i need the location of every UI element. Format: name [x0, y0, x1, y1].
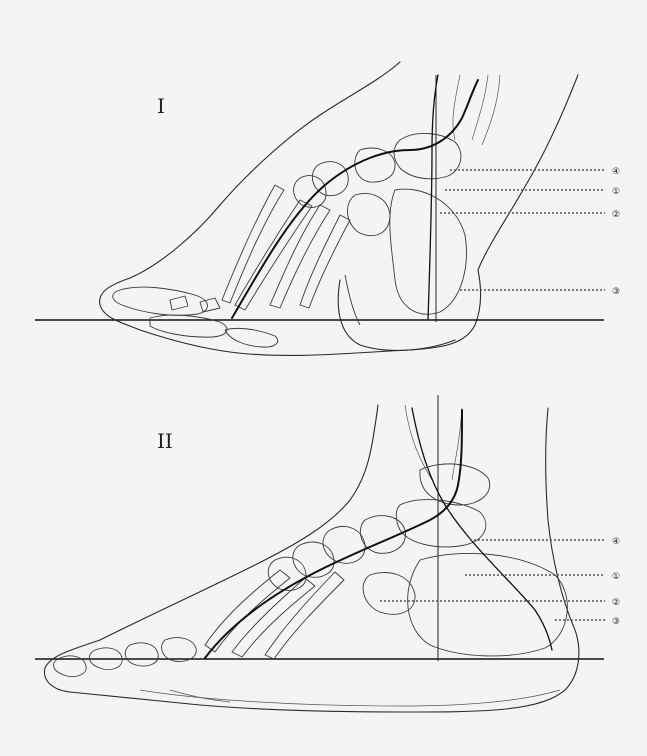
panel-i-phalanges-4 — [170, 296, 188, 310]
panel-i-phalanges-2 — [150, 315, 227, 337]
panel-ii-callouts: ④ ① ② ③ — [380, 537, 620, 627]
panel-ii-callout-4: ④ — [612, 537, 620, 547]
panel-ii-callout-1: ① — [612, 572, 620, 582]
panel-i-phalanges-3 — [225, 328, 278, 347]
panel-ii: II — [35, 395, 620, 712]
panel-ii-phalanx-2 — [125, 643, 158, 666]
panel-ii-cuneiform-3 — [268, 557, 306, 590]
panel-i-metatarsal-2 — [270, 205, 330, 308]
panel-i-leg-line-2 — [472, 75, 488, 140]
panel-i-title: I — [157, 94, 165, 118]
panel-i-leg-line-3 — [482, 75, 500, 145]
panel-ii-tendon-line — [412, 408, 552, 650]
panel-ii-metatarsal-1 — [205, 570, 290, 652]
panel-ii-sole-crease — [170, 690, 230, 702]
panel-i-arch-curve — [232, 80, 478, 318]
panel-ii-calcaneus — [408, 553, 568, 656]
panel-i-callout-1: ① — [612, 187, 620, 197]
panel-i-phalanges-1 — [113, 287, 208, 315]
panel-ii-cuboid — [363, 572, 415, 614]
panel-i-callouts: ④ ① ② ③ — [440, 167, 620, 297]
panel-ii-callout-3: ③ — [612, 617, 620, 627]
panel-ii-callout-2: ② — [612, 598, 620, 608]
panel-ii-tibia-end — [420, 464, 490, 505]
panel-ii-title: II — [157, 429, 173, 453]
panel-i-calcaneus — [390, 189, 467, 314]
panel-i-calcaneal-notch — [345, 275, 360, 325]
panel-ii-leg-front — [44, 405, 578, 712]
panel-ii-talus — [396, 500, 486, 547]
panel-i-cuboid — [347, 194, 390, 236]
panel-i-callout-2: ② — [612, 210, 620, 220]
panel-ii-arch-curve — [205, 410, 462, 658]
panel-i-phalanges-5 — [200, 298, 220, 312]
panel-i-navicular — [355, 148, 395, 182]
panel-i-callout-3: ③ — [612, 287, 620, 297]
panel-i-metatarsal-3 — [300, 215, 350, 308]
panel-i-callout-4: ④ — [612, 167, 620, 177]
panel-ii-metatarsal-3 — [265, 572, 344, 659]
panel-ii-phalanx-1 — [162, 638, 197, 662]
panel-i-metatarsal-4 — [222, 185, 284, 303]
panel-i-talus — [394, 133, 461, 178]
panel-ii-cuneiform-2 — [293, 542, 334, 577]
panel-i: I — [35, 62, 620, 355]
